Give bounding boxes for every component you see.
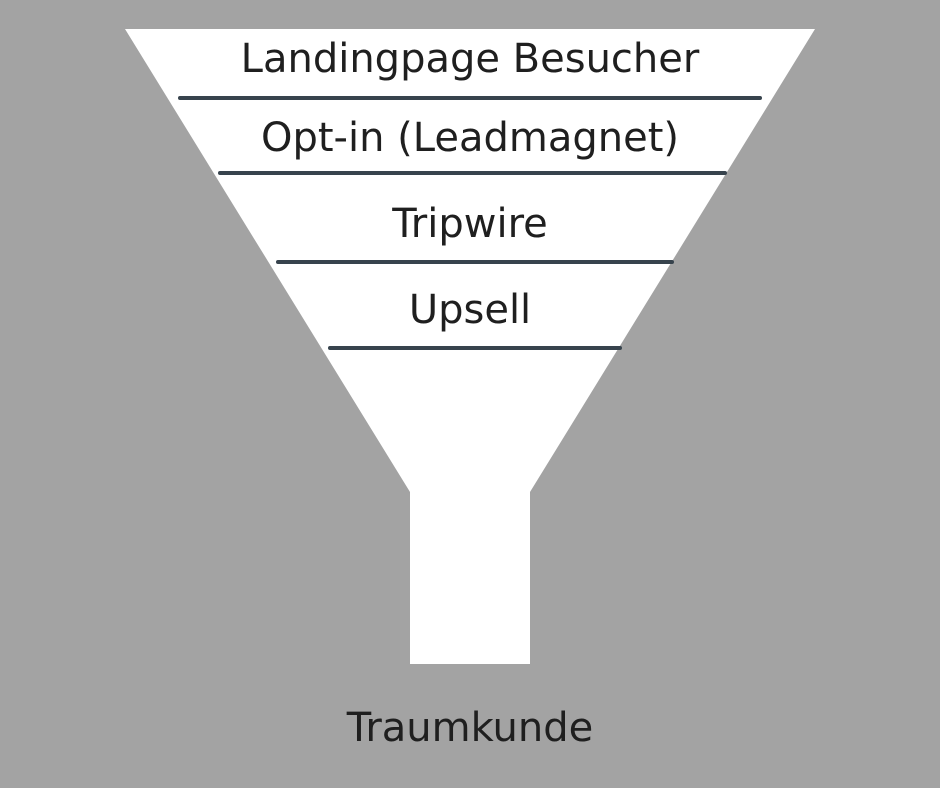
stage-label-upsell: Upsell <box>409 287 531 333</box>
outcome-label: Traumkunde <box>346 705 593 751</box>
stage-label-opt-in: Opt-in (Leadmagnet) <box>261 115 679 161</box>
stage-label-tripwire: Tripwire <box>391 201 548 247</box>
stage-label-landingpage: Landingpage Besucher <box>241 36 700 82</box>
